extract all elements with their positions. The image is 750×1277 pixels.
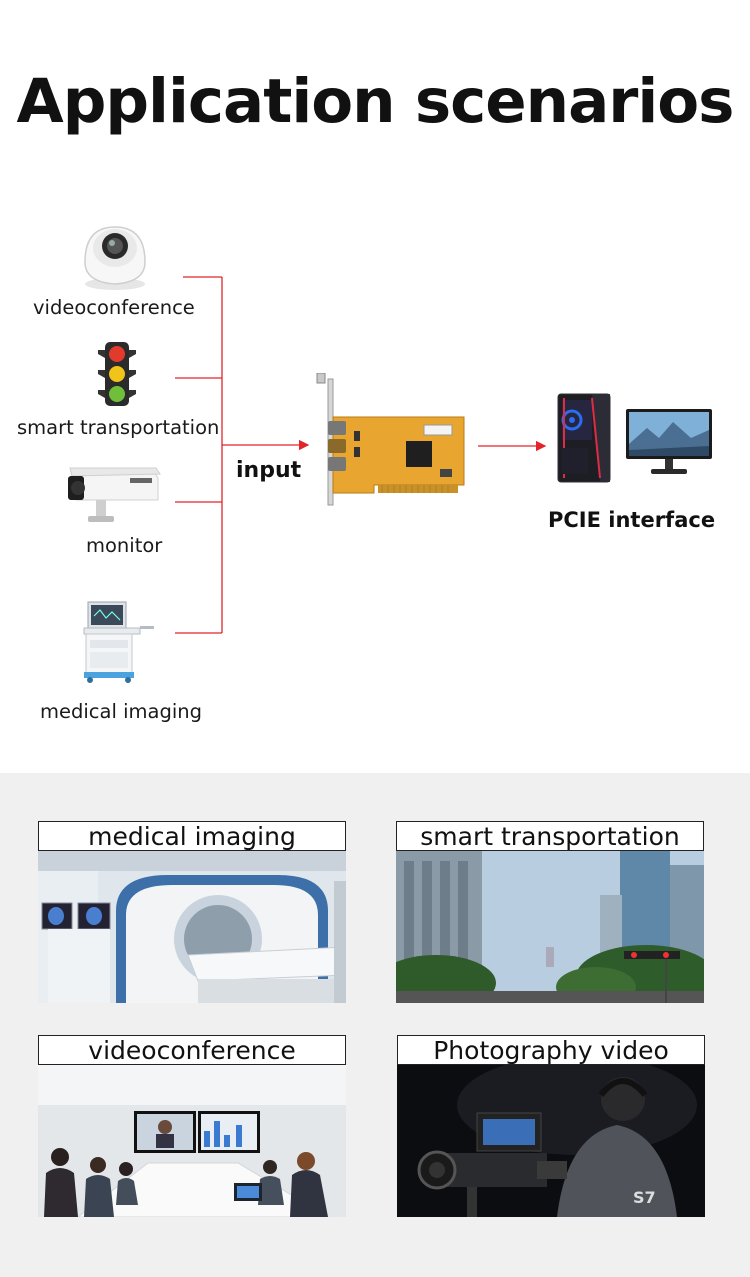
scenario-label: videoconference xyxy=(38,1035,346,1065)
pcie-capture-card xyxy=(316,373,465,506)
scenario-label: Photography video xyxy=(397,1035,705,1065)
connector-lines xyxy=(175,276,547,634)
meeting-room-image xyxy=(38,1065,346,1217)
scenario-card-transportation: smart transportation xyxy=(396,821,704,1003)
scenario-card-medical: medical imaging xyxy=(38,821,346,1003)
dome-camera-icon xyxy=(84,226,146,290)
camera-operator-image: S7 xyxy=(397,1065,705,1217)
source-label-videoconference: videoconference xyxy=(33,296,195,319)
desktop-monitor-icon xyxy=(626,409,712,474)
scenario-card-videoconference: videoconference xyxy=(38,1035,346,1217)
traffic-light-icon xyxy=(98,342,136,406)
chip xyxy=(406,441,432,467)
medical-device-icon xyxy=(83,601,154,683)
source-label-medical: medical imaging xyxy=(40,700,202,723)
svg-text:S7: S7 xyxy=(633,1188,656,1207)
city-street-image xyxy=(396,851,704,1003)
scenario-label: smart transportation xyxy=(396,821,704,851)
pc-tower-icon xyxy=(557,393,611,483)
bullet-camera-icon xyxy=(68,467,161,522)
scenario-section: medical imaging smart transportation xyxy=(0,773,750,1277)
output-label: PCIE interface xyxy=(548,508,716,532)
source-label-monitor: monitor xyxy=(86,534,163,557)
page-title: Application scenarios xyxy=(16,66,735,137)
input-label: input xyxy=(236,458,302,483)
ct-scanner-image xyxy=(38,851,346,1003)
scenario-label: medical imaging xyxy=(38,821,346,851)
source-label-transportation: smart transportation xyxy=(17,416,220,439)
scenario-card-photography: Photography video S7 xyxy=(397,1035,705,1217)
circuit-board xyxy=(332,416,465,494)
